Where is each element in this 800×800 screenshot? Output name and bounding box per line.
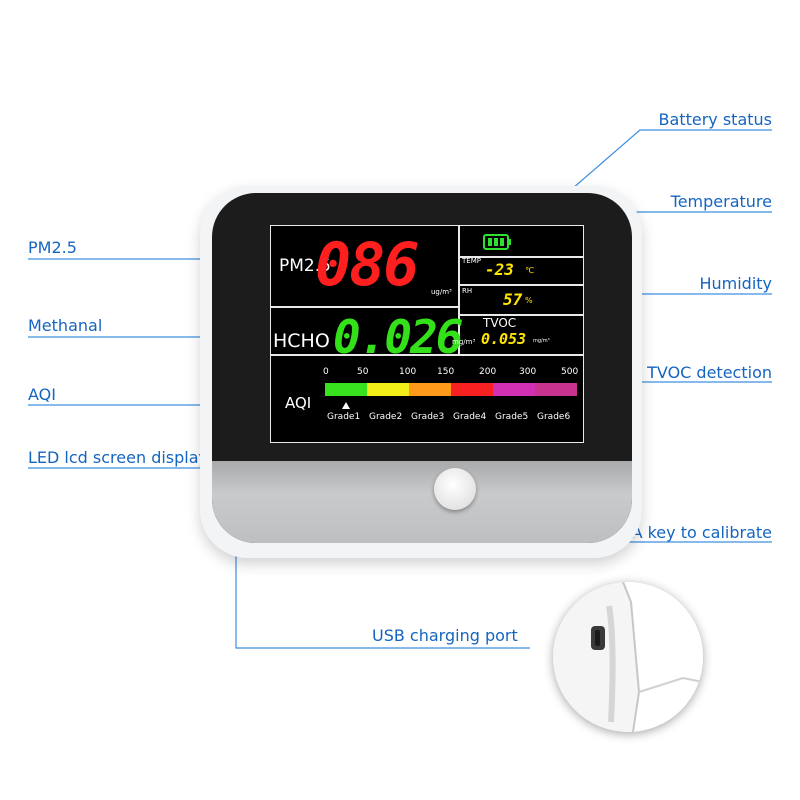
methanal-label: Methanal [28,316,103,335]
aqi-grade-segment [451,383,493,396]
aqi-grade-segment [367,383,409,396]
aqi-marker-icon [342,402,350,409]
aqi-grade-segment [493,383,535,396]
usb-charging-port-label: USB charging port [372,626,518,645]
aqi-tick-label: 50 [357,367,369,377]
rh-unit: % [525,296,533,305]
aqi-label: AQI [28,385,56,404]
aqi-tick-label: 0 [323,367,329,377]
aqi-grade-label: Grade1 [327,412,361,422]
lcd-screen: PM2.5 086 ug/m³ HCHO 0.026 mg/m³ TEMP -2… [270,225,584,443]
screen-divider-aqi [271,354,583,356]
aqi-grade-label: Grade5 [495,412,529,422]
aqi-grade-label: Grade4 [453,412,487,422]
hcho-unit: mg/m³ [452,338,476,346]
screen-divider-battery [459,256,583,258]
tvoc-value: 0.053 [481,330,527,348]
aqi-grade-label: Grade6 [537,412,571,422]
aqi-tick-label: 150 [437,367,455,377]
aqi-grade-label: Grade3 [411,412,445,422]
battery-icon [483,234,511,250]
hcho-value: 0.026 [333,310,463,364]
hcho-screen-label: HCHO [273,330,330,352]
aqi-tick-label: 500 [561,367,579,377]
aqi-grade-segment [535,383,577,396]
pm25-unit: ug/m³ [431,288,452,296]
aqi-screen-label: AQI [285,394,312,412]
rh-value: 57 [503,290,523,309]
screen-divider-rh [459,314,583,316]
calibrate-button[interactable] [434,468,476,510]
pm25-screen-label: PM2.5 [279,256,331,276]
usb-port-closeup [553,582,703,732]
calibrate-key-label: A key to calibrate [631,523,772,542]
tvoc-unit: mg/m³ [533,338,550,344]
temp-label: TEMP [462,257,481,265]
temperature-label: Temperature [670,192,772,211]
usb-port-illustration [553,582,703,732]
rh-label: RH [462,287,473,295]
humidity-label: Humidity [699,274,772,293]
aqi-tick-label: 300 [519,367,537,377]
pm25-value: 086 [315,230,419,300]
screen-divider-temp [459,284,583,286]
screen-divider-vertical [458,226,460,354]
aqi-tick-label: 100 [399,367,417,377]
temp-unit: ℃ [525,266,534,275]
battery-status-label: Battery status [658,110,772,129]
aqi-tick-label: 200 [479,367,497,377]
aqi-grade-segment [409,383,451,396]
screen-divider-pm [271,306,459,308]
device-bottom-panel [212,461,632,543]
tvoc-detection-label: TVOC detection [647,363,772,382]
aqi-grade-label: Grade2 [369,412,403,422]
tvoc-label: TVOC [483,316,517,330]
temp-value: -23 [485,260,514,279]
aqi-grade-segment [325,383,367,396]
led-lcd-screen-label: LED lcd screen display [28,448,208,467]
pm25-label: PM2.5 [28,238,77,257]
